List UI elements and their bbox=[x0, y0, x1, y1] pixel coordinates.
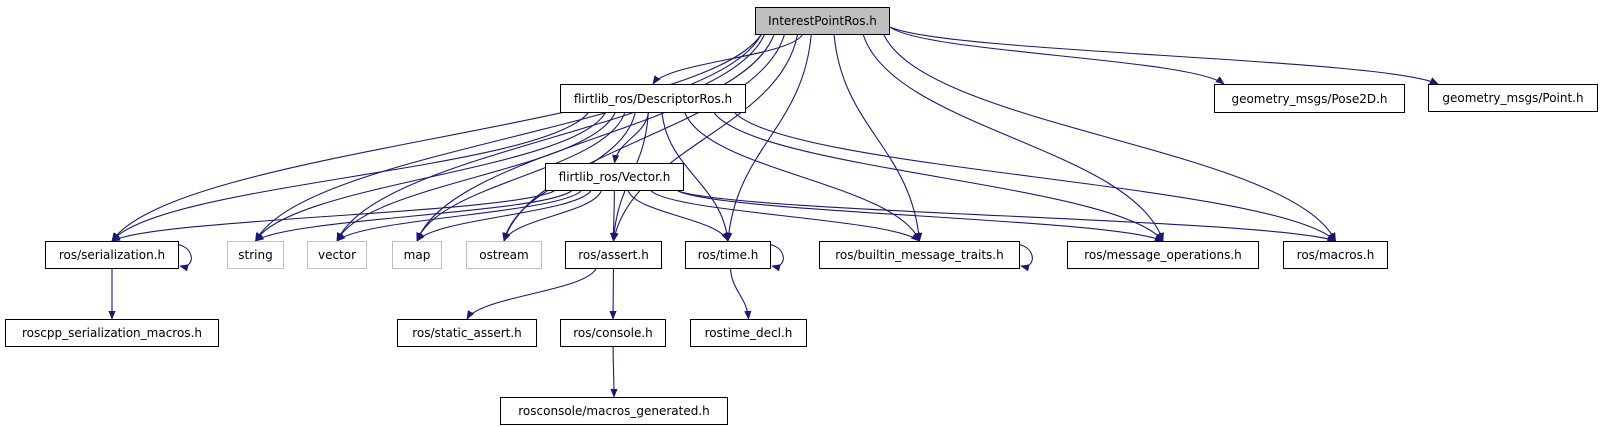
node-ostream[interactable]: ostream bbox=[466, 241, 542, 269]
node-time[interactable]: ros/time.h bbox=[685, 241, 771, 269]
node-serialization[interactable]: ros/serialization.h bbox=[45, 241, 179, 269]
edge-vector_h-to-vector bbox=[336, 190, 582, 242]
edge-console-to-macros_generated bbox=[610, 346, 618, 398]
edge-root-to-ostream bbox=[502, 34, 785, 242]
node-map[interactable]: map bbox=[392, 241, 442, 269]
edge-assert-to-static_assert bbox=[466, 268, 597, 320]
node-label: ros/console.h bbox=[573, 326, 653, 340]
edge-root-to-descriptor bbox=[652, 34, 803, 85]
node-label: ros/serialization.h bbox=[58, 248, 166, 262]
node-static-assert[interactable]: ros/static_assert.h bbox=[397, 319, 537, 347]
node-label: geometry_msgs/Pose2D.h bbox=[1231, 91, 1388, 106]
node-macros[interactable]: ros/macros.h bbox=[1283, 241, 1388, 269]
edge-descriptor-to-serialization bbox=[111, 112, 589, 242]
edge-descriptor-to-time bbox=[661, 112, 731, 242]
node-macros-generated[interactable]: rosconsole/macros_generated.h bbox=[500, 397, 728, 425]
node-vector-h[interactable]: flirtlib_ros/Vector.h bbox=[545, 163, 684, 191]
node-label: rosconsole/macros_generated.h bbox=[518, 404, 710, 418]
edge-root-to-string bbox=[255, 34, 762, 242]
node-console[interactable]: ros/console.h bbox=[560, 319, 666, 347]
node-label: ros/builtin_message_traits.h bbox=[835, 248, 1004, 262]
node-label: geometry_msgs/Point.h bbox=[1442, 91, 1584, 105]
node-assert[interactable]: ros/assert.h bbox=[565, 241, 662, 269]
edge-descriptor-to-map bbox=[416, 112, 626, 242]
node-label: roscpp_serialization_macros.h bbox=[22, 326, 202, 340]
node-label: ostream bbox=[479, 248, 529, 262]
node-msgops[interactable]: ros/message_operations.h bbox=[1067, 241, 1259, 269]
edge-descriptor-to-vector_h bbox=[612, 112, 649, 164]
node-pose2d[interactable]: geometry_msgs/Pose2D.h bbox=[1214, 84, 1405, 113]
edge-descriptor-to-vector bbox=[336, 112, 616, 242]
node-label: map bbox=[403, 248, 431, 262]
node-root[interactable]: InterestPointRos.h bbox=[755, 7, 890, 35]
edge-vector_h-to-time bbox=[627, 190, 729, 242]
node-label: vector bbox=[317, 248, 357, 262]
edge-descriptor-to-builtin bbox=[684, 112, 921, 242]
edge-vector_h-to-serialization bbox=[111, 190, 555, 242]
edge-vector_h-to-ostream bbox=[503, 190, 602, 242]
node-label: ros/assert.h bbox=[578, 248, 649, 262]
edge-vector_h-to-msgops bbox=[677, 190, 1164, 242]
edge-descriptor-to-macros bbox=[734, 112, 1337, 242]
edge-vector_h-to-macros bbox=[677, 190, 1337, 242]
edge-root-to-map bbox=[416, 34, 775, 242]
node-point[interactable]: geometry_msgs/Point.h bbox=[1428, 84, 1598, 112]
node-label: flirtlib_ros/Vector.h bbox=[558, 170, 671, 184]
edge-descriptor-to-msgops bbox=[713, 112, 1164, 242]
node-label: flirtlib_ros/DescriptorRos.h bbox=[573, 91, 733, 106]
edge-vector_h-to-assert bbox=[609, 190, 618, 242]
edge-root-to-macros bbox=[883, 34, 1336, 242]
node-string[interactable]: string bbox=[227, 241, 284, 269]
edge-root-to-pose2d bbox=[889, 26, 1225, 85]
edge-vector_h-to-builtin bbox=[650, 190, 921, 242]
edge-root-to-vector bbox=[336, 34, 765, 242]
edge-root-to-point bbox=[889, 26, 1439, 85]
edge-root-to-msgops bbox=[862, 34, 1164, 242]
node-label: ros/static_assert.h bbox=[412, 326, 522, 340]
edge-vector_h-to-string bbox=[254, 190, 572, 242]
node-builtin[interactable]: ros/builtin_message_traits.h bbox=[819, 241, 1020, 269]
node-vector[interactable]: vector bbox=[307, 241, 367, 269]
node-label: rostime_decl.h bbox=[704, 326, 793, 340]
edge-root-to-builtin bbox=[833, 34, 923, 242]
node-descriptor[interactable]: flirtlib_ros/DescriptorRos.h bbox=[560, 84, 746, 113]
edge-root-to-serialization bbox=[111, 34, 762, 242]
node-label: InterestPointRos.h bbox=[768, 14, 877, 28]
edge-time-to-rostime_decl bbox=[729, 268, 752, 320]
node-label: ros/message_operations.h bbox=[1084, 248, 1242, 262]
node-label: ros/time.h bbox=[697, 248, 759, 262]
node-rostime-decl[interactable]: rostime_decl.h bbox=[690, 319, 807, 347]
edge-root-to-time bbox=[725, 34, 812, 242]
node-label: ros/macros.h bbox=[1296, 248, 1375, 262]
node-roscpp-macros[interactable]: roscpp_serialization_macros.h bbox=[5, 319, 219, 347]
edge-root-to-assert bbox=[611, 34, 798, 242]
node-label: string bbox=[238, 248, 273, 262]
edge-vector_h-to-map bbox=[416, 190, 592, 242]
